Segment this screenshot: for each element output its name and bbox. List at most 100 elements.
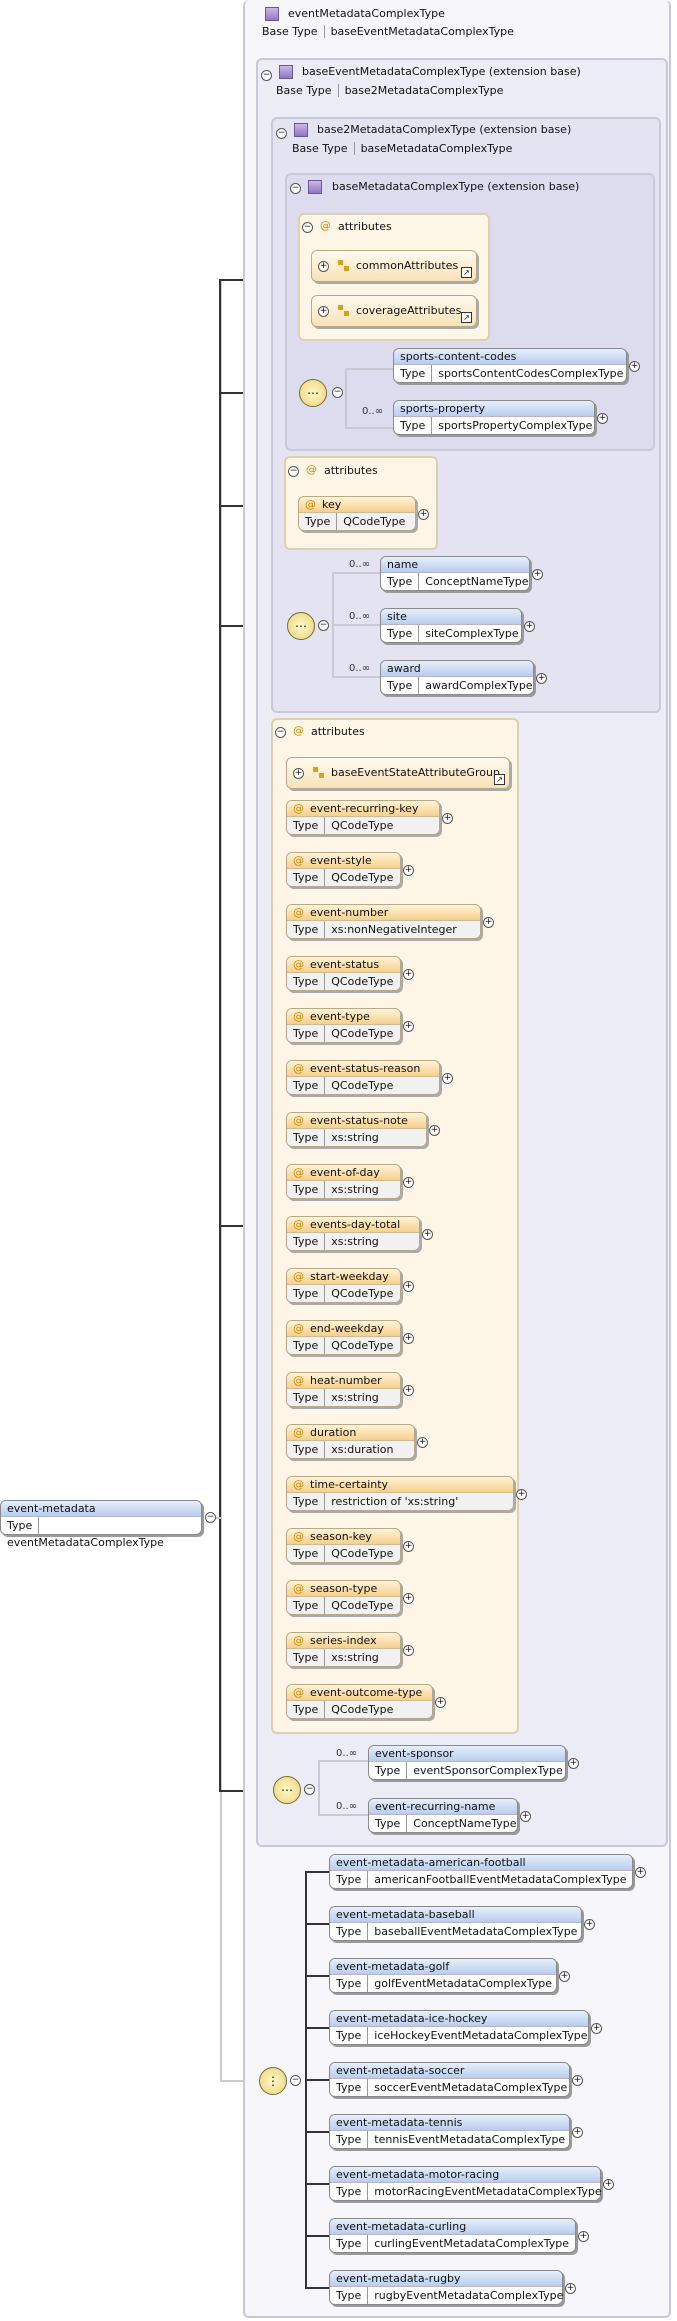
choice-icon[interactable]: ⋮ [259, 2067, 287, 2095]
expand-toggle[interactable]: + [565, 2283, 576, 2294]
expand-toggle[interactable]: + [584, 1919, 595, 1930]
expand-toggle[interactable]: + [418, 509, 429, 520]
expand-toggle[interactable]: + [516, 1489, 527, 1500]
sequence-collapse-toggle[interactable]: − [332, 387, 343, 398]
expand-toggle[interactable]: + [403, 1541, 414, 1552]
expand-toggle[interactable]: + [417, 1437, 428, 1448]
expand-toggle[interactable]: + [635, 1867, 646, 1878]
group-common-attributes[interactable]: + commonAttributes ↗ [311, 250, 477, 282]
sequence-icon[interactable]: ⋯ [273, 1776, 301, 1804]
expand-toggle[interactable]: + [442, 1073, 453, 1084]
expand-toggle[interactable]: + [429, 1125, 440, 1136]
attributes-collapse-toggle[interactable]: − [302, 222, 313, 233]
expand-toggle[interactable]: + [536, 673, 547, 684]
element-name: event-metadata-rugby [330, 2271, 562, 2287]
expand-toggle[interactable]: + [559, 1971, 570, 1982]
expand-toggle[interactable]: + [403, 1021, 414, 1032]
expand-toggle[interactable]: + [442, 813, 453, 824]
group-coverage-attributes[interactable]: + coverageAttributes ↗ [311, 295, 477, 327]
group-expand-toggle[interactable]: + [318, 261, 329, 272]
expand-toggle[interactable]: + [403, 865, 414, 876]
expand-toggle[interactable]: + [403, 1177, 414, 1188]
link-arrow-icon[interactable]: ↗ [461, 267, 472, 278]
group-expand-toggle[interactable]: + [293, 768, 304, 779]
expand-toggle[interactable]: + [403, 1281, 414, 1292]
group-base-event-state[interactable]: + baseEventStateAttributeGroup ↗ [286, 757, 510, 789]
expand-toggle[interactable]: + [422, 1229, 433, 1240]
element-name: event-metadata-baseball [330, 1907, 581, 1923]
expand-toggle[interactable]: + [603, 2179, 614, 2190]
sequence-icon[interactable]: ⋯ [287, 612, 315, 640]
occurrence-label: 0..∞ [336, 1801, 358, 1812]
expand-toggle[interactable]: + [435, 1697, 446, 1708]
expand-toggle[interactable]: + [572, 2075, 583, 2086]
expand-toggle[interactable]: + [403, 1645, 414, 1656]
expand-toggle[interactable]: + [520, 1811, 531, 1822]
expand-toggle[interactable]: + [629, 361, 640, 372]
sequence-icon[interactable]: ⋯ [299, 379, 327, 407]
expand-toggle[interactable]: + [591, 2023, 602, 2034]
level1-collapse-toggle[interactable]: − [261, 70, 272, 81]
root-collapse-toggle[interactable]: − [205, 1512, 216, 1523]
expand-toggle[interactable]: + [403, 1593, 414, 1604]
choice-collapse-toggle[interactable]: − [290, 2075, 301, 2086]
expand-toggle[interactable]: + [578, 2231, 589, 2242]
level3-collapse-toggle[interactable]: − [290, 183, 301, 194]
sequence-collapse-toggle[interactable]: − [304, 1784, 315, 1795]
link-arrow-icon[interactable]: ↗ [494, 774, 505, 785]
expand-toggle[interactable]: + [532, 569, 543, 580]
link-arrow-icon[interactable]: ↗ [461, 312, 472, 323]
attributes-collapse-toggle[interactable]: − [288, 466, 299, 477]
expand-toggle[interactable]: + [403, 1333, 414, 1344]
root-element-event-metadata[interactable]: event-metadata TypeeventMetadataComplexT… [0, 1500, 202, 1549]
level2-collapse-toggle[interactable]: − [276, 128, 287, 139]
expand-toggle[interactable]: + [572, 2127, 583, 2138]
expand-toggle[interactable]: + [403, 1385, 414, 1396]
attributes-collapse-toggle[interactable]: − [275, 727, 286, 738]
sequence-collapse-toggle[interactable]: − [318, 620, 329, 631]
expand-toggle[interactable]: + [568, 1758, 579, 1769]
group-expand-toggle[interactable]: + [318, 306, 329, 317]
expand-toggle[interactable]: + [483, 917, 494, 928]
expand-toggle[interactable]: + [597, 413, 608, 424]
expand-toggle[interactable]: + [403, 969, 414, 980]
expand-toggle[interactable]: + [524, 621, 535, 632]
